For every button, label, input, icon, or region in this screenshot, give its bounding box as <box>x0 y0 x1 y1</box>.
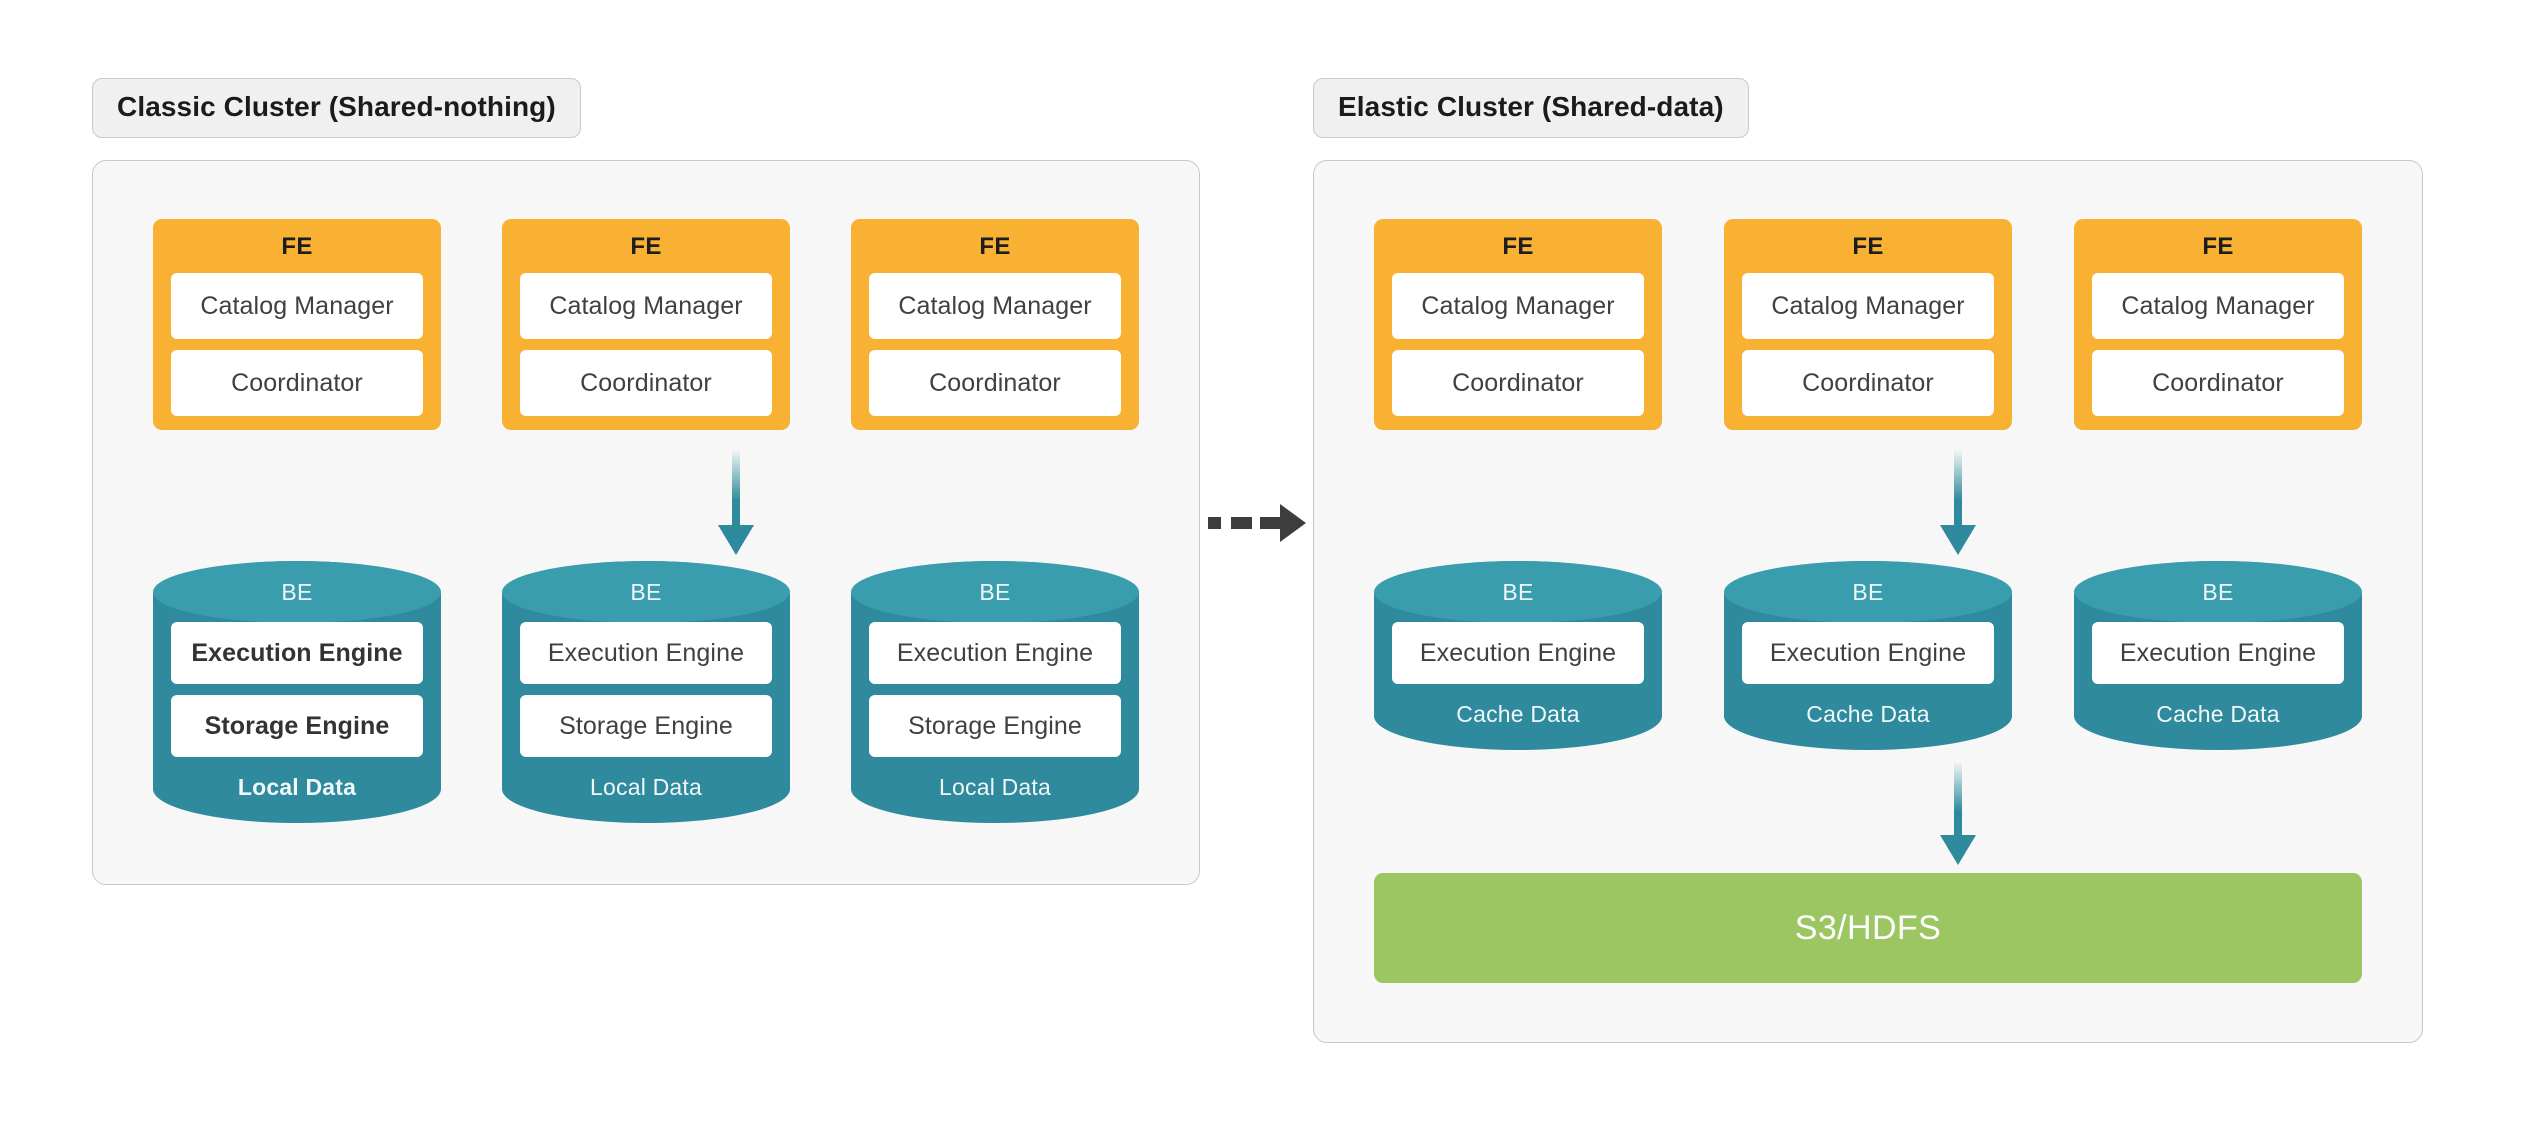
be-cylinder-top-ellipse <box>153 561 441 623</box>
classic-be-row: BE Execution Engine Storage Engine Local… <box>153 561 1139 823</box>
classic-fe-row: FE Catalog Manager Coordinator FE Catalo… <box>153 219 1139 430</box>
be-cylinder-top-ellipse <box>1374 561 1662 623</box>
fe-node[interactable]: FE Catalog Manager Coordinator <box>502 219 790 430</box>
be-cylinder-body: BE Execution Engine Cache Data <box>1724 561 2012 750</box>
be-cylinder-top-ellipse <box>502 561 790 623</box>
be-execution-engine-slot: Execution Engine <box>520 622 772 684</box>
shared-storage-bar[interactable]: S3/HDFS <box>1374 873 2362 983</box>
fe-coordinator-slot: Coordinator <box>2092 350 2344 416</box>
be-node[interactable]: BE Execution Engine Cache Data <box>1724 561 2012 750</box>
fe-coordinator-slot: Coordinator <box>1392 350 1644 416</box>
fe-node[interactable]: FE Catalog Manager Coordinator <box>1374 219 1662 430</box>
be-execution-engine-slot: Execution Engine <box>2092 622 2344 684</box>
be-node-header: BE <box>630 579 662 605</box>
be-node[interactable]: BE Execution Engine Storage Engine Local… <box>851 561 1139 823</box>
be-data-label: Local Data <box>237 774 357 800</box>
elastic-cluster-title-pill: Elastic Cluster (Shared-data) <box>1313 78 1749 138</box>
elastic-cluster-group: Elastic Cluster (Shared-data) FE Catalog… <box>1313 78 2423 1043</box>
classic-cluster-panel: FE Catalog Manager Coordinator FE Catalo… <box>92 160 1200 885</box>
elastic-fe-row: FE Catalog Manager Coordinator FE Catalo… <box>1374 219 2362 430</box>
fe-node[interactable]: FE Catalog Manager Coordinator <box>2074 219 2362 430</box>
classic-cluster-group: Classic Cluster (Shared-nothing) FE Cata… <box>92 78 1200 885</box>
be-data-label: Cache Data <box>1456 701 1580 727</box>
fe-node[interactable]: FE Catalog Manager Coordinator <box>1724 219 2012 430</box>
be-cylinder-body: BE Execution Engine Storage Engine Local… <box>153 561 441 823</box>
fe-to-be-arrow-icon <box>1940 449 1976 555</box>
be-execution-engine-slot: Execution Engine <box>171 622 423 684</box>
fe-catalog-manager-slot: Catalog Manager <box>520 273 772 339</box>
fe-node-header: FE <box>979 233 1011 260</box>
be-cylinder-body: BE Execution Engine Cache Data <box>2074 561 2362 750</box>
be-execution-engine-slot: Execution Engine <box>869 622 1121 684</box>
fe-node-header: FE <box>1502 233 1534 260</box>
be-data-label: Local Data <box>939 774 1051 800</box>
be-node-header: BE <box>281 579 313 605</box>
be-node[interactable]: BE Execution Engine Cache Data <box>1374 561 1662 750</box>
fe-catalog-manager-slot: Catalog Manager <box>1742 273 1994 339</box>
be-node-header: BE <box>979 579 1011 605</box>
be-node-header: BE <box>1502 579 1534 605</box>
fe-coordinator-slot: Coordinator <box>1742 350 1994 416</box>
fe-node-header: FE <box>281 233 313 260</box>
be-node[interactable]: BE Execution Engine Storage Engine Local… <box>502 561 790 823</box>
fe-coordinator-slot: Coordinator <box>171 350 423 416</box>
fe-node-header: FE <box>630 233 662 260</box>
be-storage-engine-slot: Storage Engine <box>520 695 772 757</box>
fe-node-header: FE <box>1852 233 1884 260</box>
be-node[interactable]: BE Execution Engine Cache Data <box>2074 561 2362 750</box>
fe-to-be-arrow-icon <box>718 449 754 555</box>
fe-node-header: FE <box>2202 233 2234 260</box>
elastic-cluster-panel: FE Catalog Manager Coordinator FE Catalo… <box>1313 160 2423 1043</box>
fe-catalog-manager-slot: Catalog Manager <box>2092 273 2344 339</box>
be-storage-engine-slot: Storage Engine <box>869 695 1121 757</box>
be-cylinder-body: BE Execution Engine Storage Engine Local… <box>851 561 1139 823</box>
be-execution-engine-slot: Execution Engine <box>1742 622 1994 684</box>
classic-cluster-title-pill: Classic Cluster (Shared-nothing) <box>92 78 581 138</box>
be-node-header: BE <box>2202 579 2234 605</box>
be-storage-engine-slot: Storage Engine <box>171 695 423 757</box>
be-node[interactable]: BE Execution Engine Storage Engine Local… <box>153 561 441 823</box>
cluster-transition-arrow-icon <box>1208 504 1306 542</box>
be-cylinder-top-ellipse <box>1724 561 2012 623</box>
be-to-storage-arrow-icon <box>1940 761 1976 865</box>
fe-coordinator-slot: Coordinator <box>520 350 772 416</box>
be-cylinder-body: BE Execution Engine Cache Data <box>1374 561 1662 750</box>
fe-catalog-manager-slot: Catalog Manager <box>171 273 423 339</box>
fe-node[interactable]: FE Catalog Manager Coordinator <box>851 219 1139 430</box>
fe-catalog-manager-slot: Catalog Manager <box>1392 273 1644 339</box>
be-execution-engine-slot: Execution Engine <box>1392 622 1644 684</box>
be-cylinder-top-ellipse <box>851 561 1139 623</box>
be-cylinder-top-ellipse <box>2074 561 2362 623</box>
elastic-be-row: BE Execution Engine Cache Data BE Execut… <box>1374 561 2362 750</box>
fe-catalog-manager-slot: Catalog Manager <box>869 273 1121 339</box>
be-data-label: Cache Data <box>1806 701 1930 727</box>
fe-node[interactable]: FE Catalog Manager Coordinator <box>153 219 441 430</box>
be-data-label: Cache Data <box>2156 701 2280 727</box>
be-node-header: BE <box>1852 579 1884 605</box>
be-cylinder-body: BE Execution Engine Storage Engine Local… <box>502 561 790 823</box>
be-data-label: Local Data <box>590 774 702 800</box>
fe-coordinator-slot: Coordinator <box>869 350 1121 416</box>
